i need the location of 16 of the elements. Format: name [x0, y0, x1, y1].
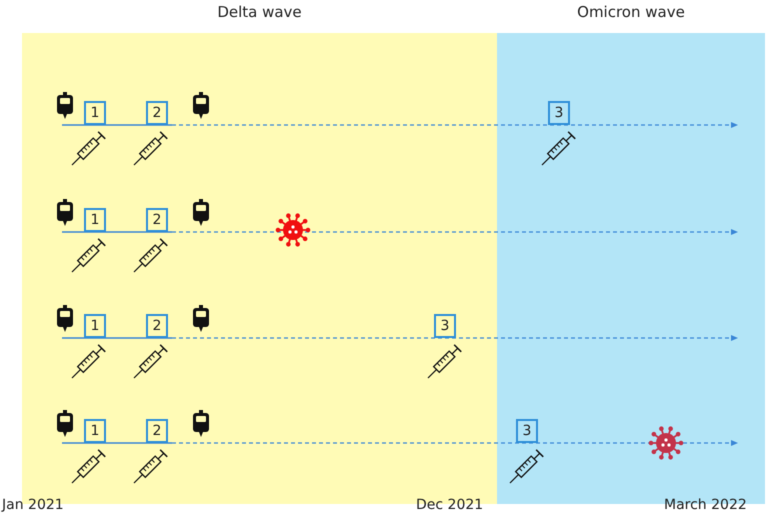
dose-number-box: 2 [146, 208, 168, 232]
dose-number-box: 3 [516, 419, 538, 443]
dose-number-box: 3 [548, 101, 570, 125]
dose-number-box: 2 [146, 101, 168, 125]
dose-number-box: 1 [84, 101, 106, 125]
date-label: Dec 2021 [416, 497, 484, 513]
wave-heading: Delta wave [217, 3, 302, 21]
dose-number-box: 2 [146, 419, 168, 443]
dose-number-box: 3 [434, 314, 456, 338]
dose-number-box: 1 [84, 419, 106, 443]
dose-number-box: 1 [84, 208, 106, 232]
date-label: Jan 2021 [2, 497, 64, 513]
dose-number-box: 2 [146, 314, 168, 338]
wave-heading: Omicron wave [577, 3, 685, 21]
date-label: March 2022 [664, 497, 747, 513]
dose-number-box: 1 [84, 314, 106, 338]
